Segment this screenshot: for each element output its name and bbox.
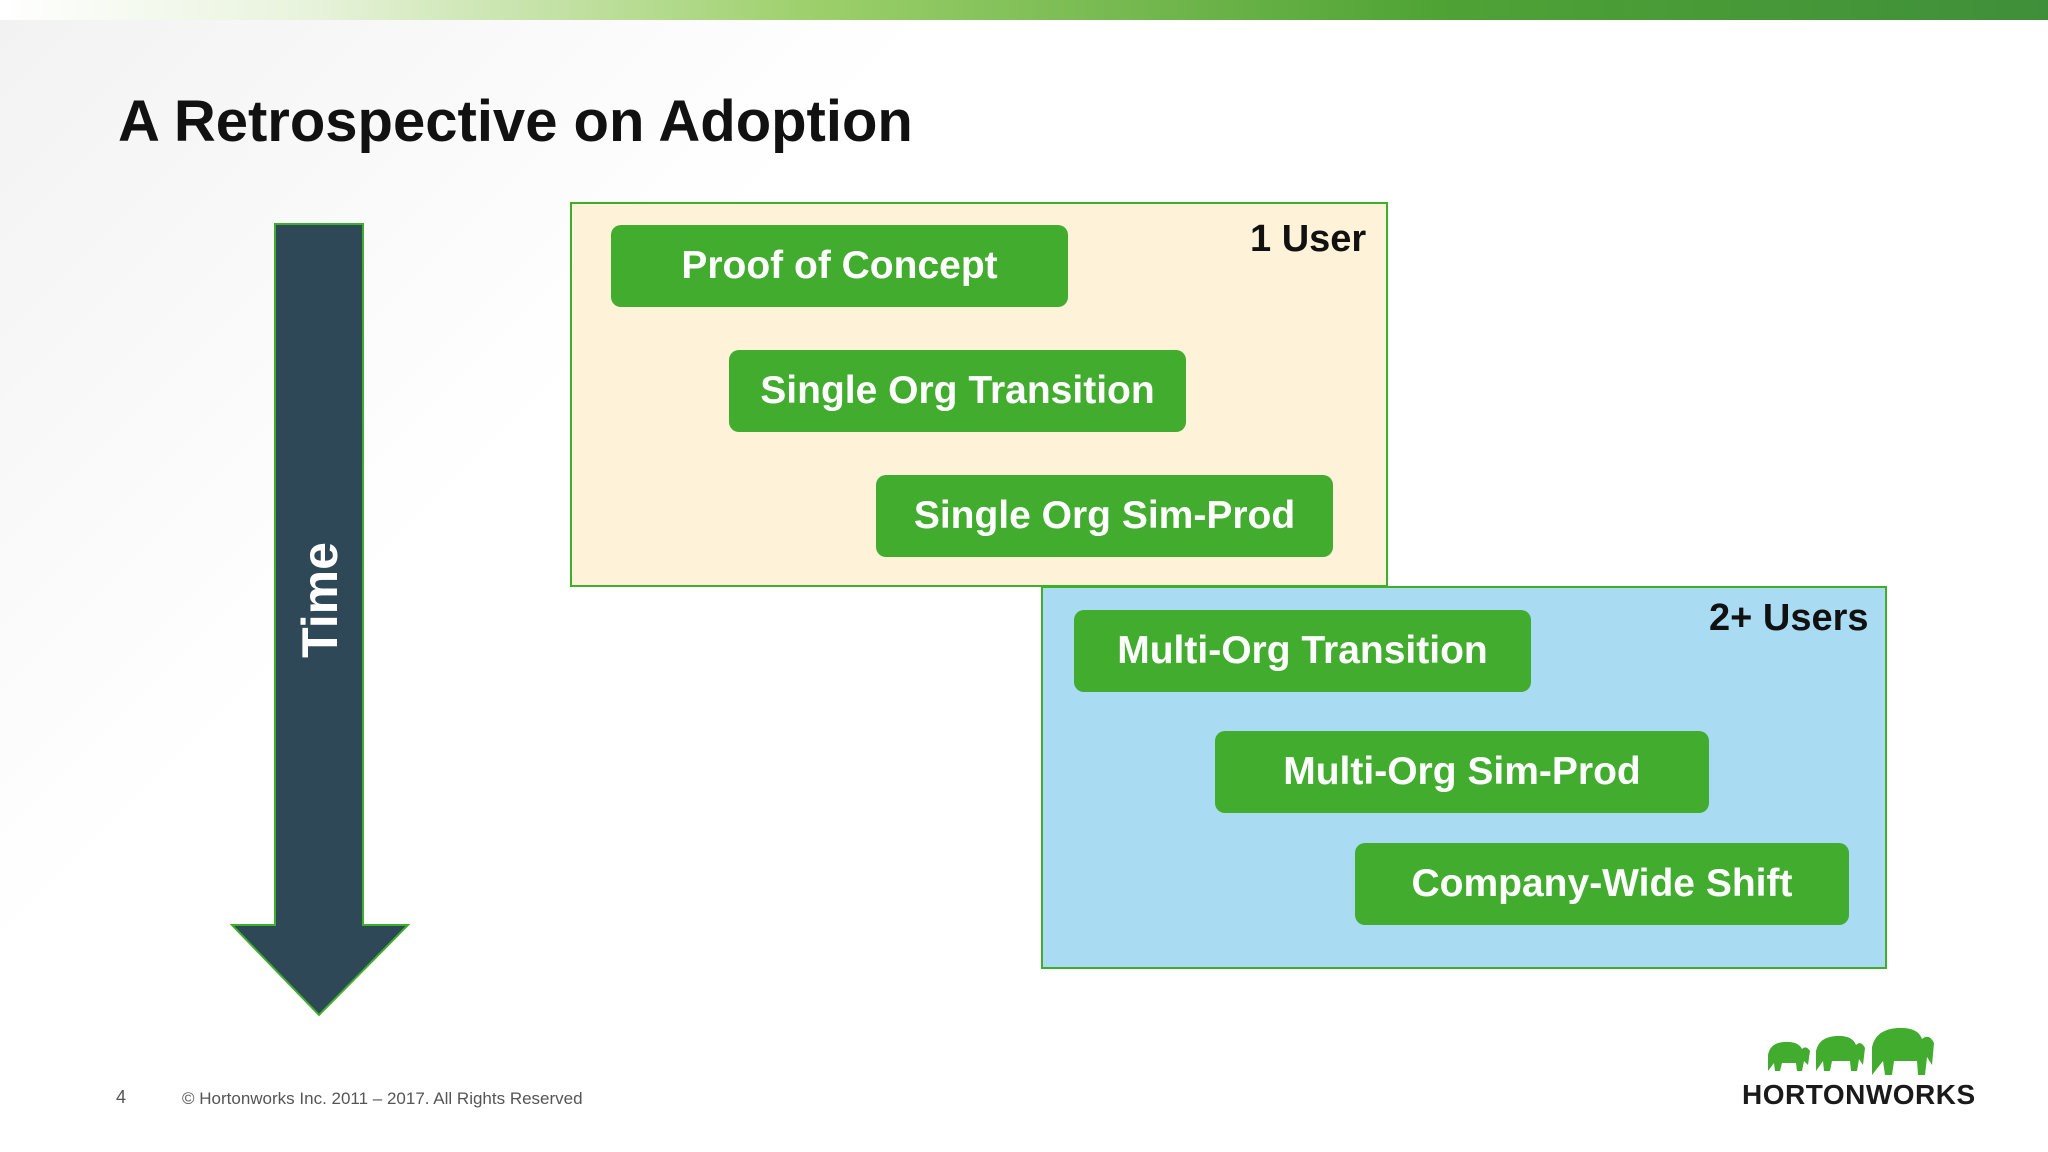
- logo-wordmark: HORTONWORKS: [1742, 1079, 1976, 1110]
- stage-proof-of-concept: Proof of Concept: [611, 225, 1068, 307]
- slide-title: A Retrospective on Adoption: [118, 89, 913, 154]
- copyright-text: © Hortonworks Inc. 2011 – 2017. All Righ…: [182, 1089, 583, 1108]
- group-label-one-user: 1 User: [1250, 218, 1367, 260]
- stage-single-org-transition: Single Org Transition: [729, 350, 1186, 432]
- stage-single-org-sim-prod: Single Org Sim-Prod: [876, 475, 1333, 557]
- elephant-herd-icon: [1768, 1027, 1934, 1075]
- page-number: 4: [116, 1087, 127, 1107]
- stage-multi-org-sim-prod: Multi-Org Sim-Prod: [1215, 731, 1709, 813]
- group-label-multi-user: 2+ Users: [1709, 597, 1869, 639]
- time-label: Time: [292, 542, 348, 658]
- stage-company-wide-shift: Company-Wide Shift: [1355, 843, 1849, 925]
- top-accent-bar: [0, 0, 2048, 20]
- time-arrow-icon: [230, 223, 410, 1017]
- hortonworks-logo: HORTONWORKS: [1742, 1025, 1975, 1110]
- stage-multi-org-transition: Multi-Org Transition: [1074, 610, 1531, 692]
